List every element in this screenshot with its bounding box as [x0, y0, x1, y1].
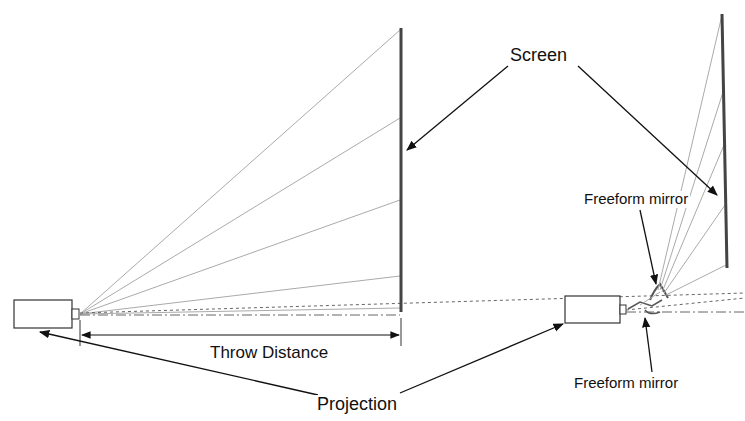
screen-label: Screen	[508, 46, 569, 66]
screen	[722, 14, 727, 268]
dimension-label: Throw Distance	[208, 344, 330, 363]
projector	[14, 300, 72, 328]
projector	[565, 296, 620, 323]
dimension-arrow	[82, 334, 399, 335]
part-label: Projection	[315, 395, 399, 415]
screen	[400, 28, 403, 312]
part-label: Freeform mirror	[572, 375, 680, 392]
freeform-mirror	[645, 310, 660, 314]
light-rays	[80, 30, 400, 314]
part-label: Freeform mirror	[582, 191, 690, 208]
